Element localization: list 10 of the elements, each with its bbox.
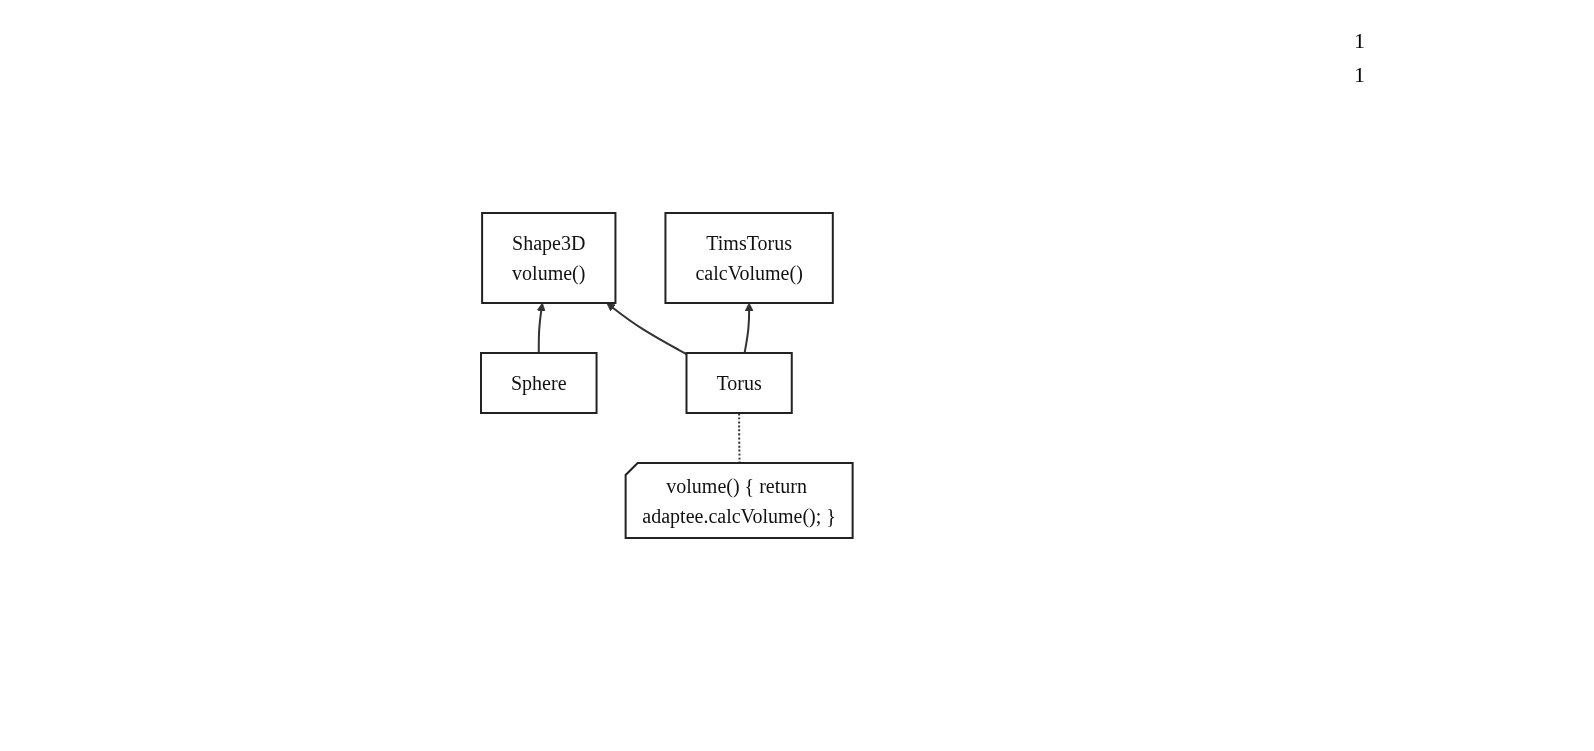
node-box: Torus	[685, 352, 793, 414]
node-box: Shape3D volume()	[481, 212, 617, 304]
multiplicity-label: 1	[1354, 62, 1366, 88]
connector	[738, 412, 741, 465]
node-box: Sphere	[480, 352, 598, 414]
arrow	[743, 302, 754, 354]
arrow	[537, 302, 546, 354]
node-box: TimsTorus calcVolume()	[664, 212, 834, 304]
arrow	[606, 302, 688, 356]
multiplicity-label: 1	[1354, 28, 1366, 54]
